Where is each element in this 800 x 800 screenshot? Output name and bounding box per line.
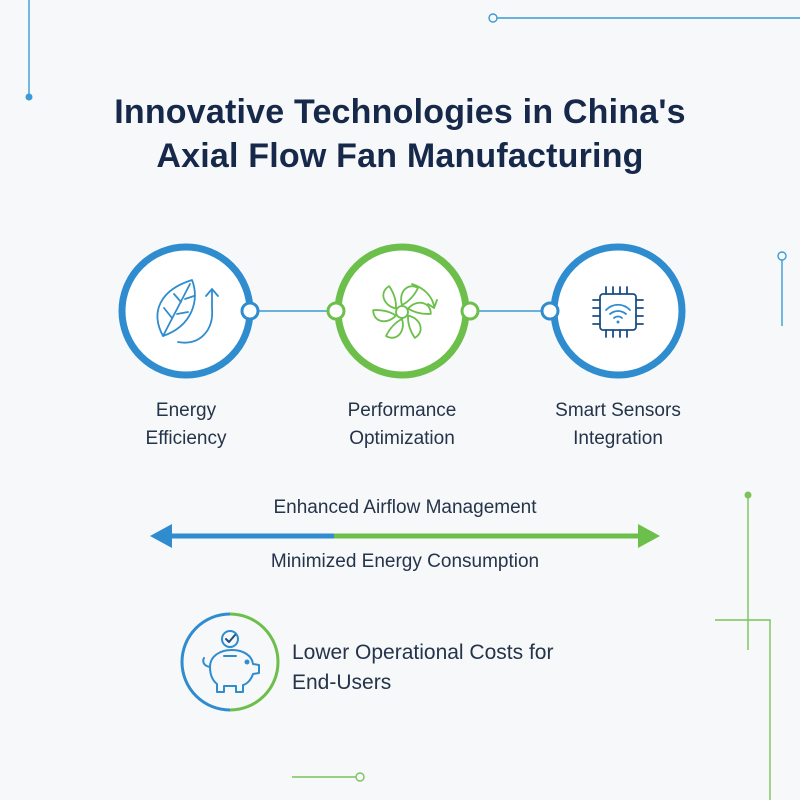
result-badge	[180, 612, 280, 712]
piggy-bank-check-icon	[202, 630, 260, 693]
connector-node	[460, 301, 480, 321]
title-line-1: Innovative Technologies in China's	[114, 93, 686, 131]
result-line-2: End-Users	[292, 671, 392, 694]
leaf-cycle-icon	[156, 279, 219, 344]
tech-label-line: Performance	[347, 400, 457, 421]
tech-label-line: Optimization	[349, 428, 455, 449]
tech-label-line: Smart Sensors	[555, 400, 681, 421]
page-title: Innovative Technologies in China's Axial…	[0, 90, 800, 178]
connector-node	[540, 301, 560, 321]
tech-label-energy: Energy Efficiency	[86, 397, 286, 453]
result-text: Lower Operational Costs for End-Users	[292, 638, 632, 698]
tech-label-line: Efficiency	[145, 428, 227, 449]
tech-energy-efficiency	[118, 243, 254, 379]
arrow-left-icon	[150, 524, 172, 548]
tech-label-line: Energy	[155, 400, 217, 421]
result-line-1: Lower Operational Costs for	[292, 641, 554, 664]
benefit-bottom-label: Minimized Energy Consumption	[270, 551, 540, 572]
connector-node	[240, 301, 260, 321]
tech-label-line: Integration	[573, 428, 663, 449]
benefit-top-label: Enhanced Airflow Management	[273, 497, 537, 518]
connector-node	[326, 301, 346, 321]
fan-icon	[372, 283, 438, 339]
title-line-2: Axial Flow Fan Manufacturing	[156, 137, 644, 175]
double-arrow	[150, 524, 660, 548]
arrow-right-icon	[638, 524, 660, 548]
tech-label-performance: Performance Optimization	[302, 397, 502, 453]
tech-performance-optimization	[334, 243, 470, 379]
tech-smart-sensors	[550, 243, 686, 379]
tech-label-sensors: Smart Sensors Integration	[518, 397, 718, 453]
chip-wifi-icon	[592, 286, 644, 338]
